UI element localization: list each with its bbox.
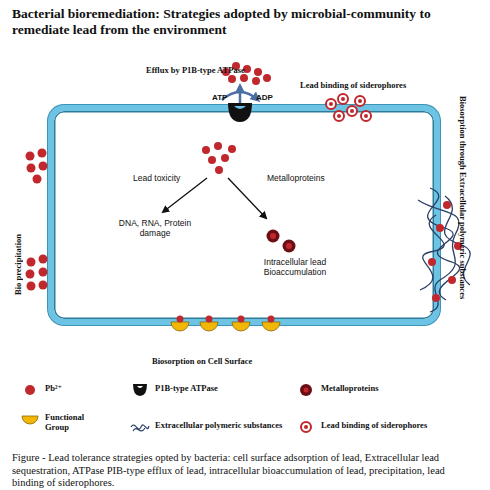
cell-text: Lead toxicity <box>133 173 213 183</box>
legend-text: Metalloproteins <box>321 383 441 393</box>
precipitate-dots <box>26 149 48 291</box>
legend-item: Metalloproteins <box>296 381 442 407</box>
cell-text: DNA, RNA, Protein damage <box>117 218 193 238</box>
bacterial-cell: Lead toxicity MetalloproteinsDNA, RNA, Pr… <box>48 105 440 325</box>
figure-title: Bacterial bioremediation: Strategies ado… <box>12 6 457 38</box>
diagram-label: Lead binding of siderophores <box>300 80 450 90</box>
metalloprotein-symbols <box>267 230 296 253</box>
legend-item: P1B-type ATPase <box>130 381 276 407</box>
legend-item: Lead binding of siderophores <box>296 418 472 444</box>
legend-item: Pb²⁺ <box>20 381 106 407</box>
siderophore-rings <box>326 94 371 121</box>
cell-text: Intracellular lead Bioaccumulation <box>249 257 341 277</box>
intracellular-lead <box>202 142 236 174</box>
surface-lead-dots <box>177 316 275 323</box>
atpase-pump <box>228 103 252 122</box>
diagram-label: Efflux by P1B-type ATPase <box>146 65 286 75</box>
legend-item: Functional Group <box>20 410 96 436</box>
diagram-label: Bio precipitation <box>13 200 23 295</box>
diagram-label: ATP <box>212 93 242 102</box>
legend-text: Functional Group <box>45 412 95 432</box>
legend-symbol <box>20 410 40 428</box>
legend-text: Extracellular polymeric substances <box>155 420 285 430</box>
legend-text: Pb²⁺ <box>45 383 105 393</box>
functional-groups <box>171 322 280 331</box>
diagram-label: Biosorption through Extracellular polyme… <box>458 96 468 336</box>
diagram-label: ADP <box>256 93 286 102</box>
legend-item: Extracellular polymeric substances <box>130 418 286 444</box>
toxicity-arrows <box>163 178 266 218</box>
legend-symbol <box>20 381 40 399</box>
legend-text: Lead binding of siderophores <box>321 420 471 430</box>
cell-text: Metalloproteins <box>267 173 347 183</box>
siderophore-dots <box>329 97 368 118</box>
legend-symbol <box>296 381 316 399</box>
legend-text: P1B-type ATPase <box>155 383 275 393</box>
eps-lead-dots <box>428 201 462 302</box>
legend-symbol <box>130 418 150 436</box>
legend-symbol <box>296 418 316 436</box>
legend-symbol <box>130 381 150 399</box>
figure-caption: Figure - Lead tolerance strategies opted… <box>12 452 478 490</box>
diagram-label: Biosorption on Cell Surface <box>152 356 302 366</box>
